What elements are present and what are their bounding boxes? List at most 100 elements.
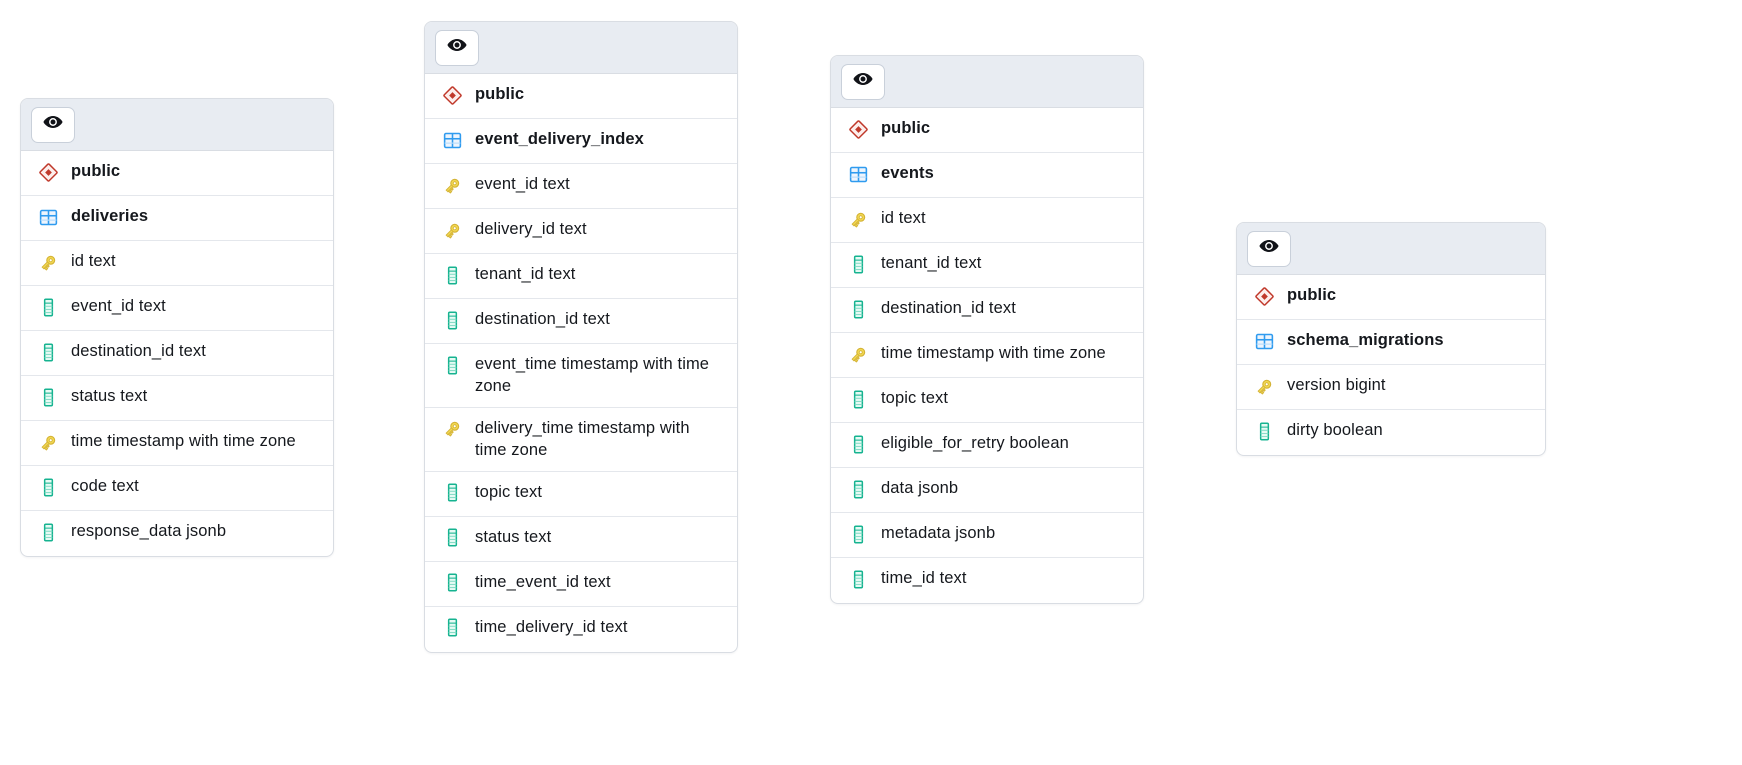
column-row[interactable]: delivery_id text (425, 209, 737, 254)
column-row[interactable]: event_id text (21, 286, 333, 331)
table-name-row[interactable]: deliveries (21, 196, 333, 241)
schema-diamond-icon (37, 161, 59, 183)
visibility-toggle-button[interactable] (31, 106, 75, 143)
column-icon (441, 617, 463, 639)
column-row[interactable]: id text (21, 241, 333, 286)
eye-icon (852, 68, 874, 95)
card-header (425, 22, 737, 74)
primary-key-icon (37, 251, 59, 273)
column-row[interactable]: id text (831, 198, 1143, 243)
eye-icon (42, 111, 64, 138)
column-row[interactable]: metadata jsonb (831, 513, 1143, 558)
table-name: event_delivery_index (475, 130, 644, 148)
column-name: event_id text (71, 297, 166, 315)
column-row[interactable]: time timestamp with time zone (831, 333, 1143, 378)
primary-key-icon (441, 219, 463, 241)
card-header (831, 56, 1143, 108)
visibility-toggle-button[interactable] (841, 63, 885, 100)
column-row[interactable]: delivery_time timestamp with time zone (425, 408, 737, 472)
column-icon (37, 476, 59, 498)
column-row[interactable]: status text (425, 517, 737, 562)
primary-key-icon (1253, 375, 1275, 397)
schema-name: public (881, 119, 931, 137)
table-name: events (881, 164, 934, 182)
column-row[interactable]: destination_id text (21, 331, 333, 376)
primary-key-icon (441, 418, 463, 440)
column-icon (847, 388, 869, 410)
schema-diamond-icon (441, 84, 463, 106)
column-name: status text (71, 387, 148, 405)
column-name: id text (881, 209, 926, 227)
column-icon (37, 386, 59, 408)
schema-name: public (475, 85, 525, 103)
column-icon (847, 253, 869, 275)
column-name: time_delivery_id text (475, 617, 628, 636)
column-row[interactable]: destination_id text (831, 288, 1143, 333)
column-icon (37, 521, 59, 543)
column-name: delivery_time timestamp with time zone (475, 418, 690, 460)
column-row[interactable]: response_data jsonb (21, 511, 333, 556)
table-grid-icon (1253, 330, 1275, 352)
table-grid-icon (847, 163, 869, 185)
table-card: public events id text tenant_id text destina… (830, 55, 1144, 604)
visibility-toggle-button[interactable] (1247, 230, 1291, 267)
column-name: tenant_id text (475, 265, 576, 283)
column-name: dirty boolean (1287, 421, 1383, 439)
schema-row[interactable]: public (831, 108, 1143, 153)
schema-row[interactable]: public (21, 151, 333, 196)
primary-key-icon (37, 431, 59, 453)
column-icon (847, 568, 869, 590)
column-name: destination_id text (881, 299, 1016, 317)
column-row[interactable]: event_id text (425, 164, 737, 209)
column-row[interactable]: time_id text (831, 558, 1143, 603)
table-card: public event_delivery_index event_id text d… (424, 21, 738, 653)
table-grid-icon (37, 206, 59, 228)
column-row[interactable]: event_time timestamp with time zone (425, 344, 737, 408)
column-name: status text (475, 527, 552, 546)
column-name: tenant_id text (881, 254, 982, 272)
eye-icon (446, 34, 468, 61)
column-name: time timestamp with time zone (881, 344, 1106, 362)
column-row[interactable]: status text (21, 376, 333, 421)
table-name-row[interactable]: schema_migrations (1237, 320, 1545, 365)
column-name: time timestamp with time zone (71, 432, 296, 450)
column-row[interactable]: topic text (425, 472, 737, 517)
column-row[interactable]: topic text (831, 378, 1143, 423)
table-card: public deliveries id text event_id text dest… (20, 98, 334, 557)
column-icon (37, 341, 59, 363)
column-row[interactable]: tenant_id text (425, 254, 737, 299)
eye-icon (1258, 235, 1280, 262)
column-row[interactable]: version bigint (1237, 365, 1545, 410)
column-row[interactable]: destination_id text (425, 299, 737, 344)
schema-name: public (71, 162, 121, 180)
column-icon (847, 433, 869, 455)
primary-key-icon (847, 343, 869, 365)
table-name-row[interactable]: events (831, 153, 1143, 198)
column-icon (441, 572, 463, 594)
column-name: time_event_id text (475, 572, 611, 591)
column-row[interactable]: code text (21, 466, 333, 511)
table-name-row[interactable]: event_delivery_index (425, 119, 737, 164)
visibility-toggle-button[interactable] (435, 29, 479, 66)
column-name: destination_id text (71, 342, 206, 360)
column-icon (1253, 420, 1275, 442)
column-row[interactable]: eligible_for_retry boolean (831, 423, 1143, 468)
schema-diamond-icon (847, 118, 869, 140)
column-row[interactable]: dirty boolean (1237, 410, 1545, 455)
column-icon (441, 354, 463, 376)
primary-key-icon (441, 174, 463, 196)
column-name: delivery_id text (475, 220, 587, 238)
column-row[interactable]: time_delivery_id text (425, 607, 737, 652)
column-name: data jsonb (881, 479, 959, 497)
column-name: event_time timestamp with time zone (475, 355, 710, 396)
column-row[interactable]: time timestamp with time zone (21, 421, 333, 466)
column-name: id text (71, 252, 116, 270)
column-row[interactable]: tenant_id text (831, 243, 1143, 288)
schema-row[interactable]: public (1237, 275, 1545, 320)
schema-row[interactable]: public (425, 74, 737, 119)
column-row[interactable]: time_event_id text (425, 562, 737, 607)
column-row[interactable]: data jsonb (831, 468, 1143, 513)
column-name: destination_id text (475, 310, 610, 328)
